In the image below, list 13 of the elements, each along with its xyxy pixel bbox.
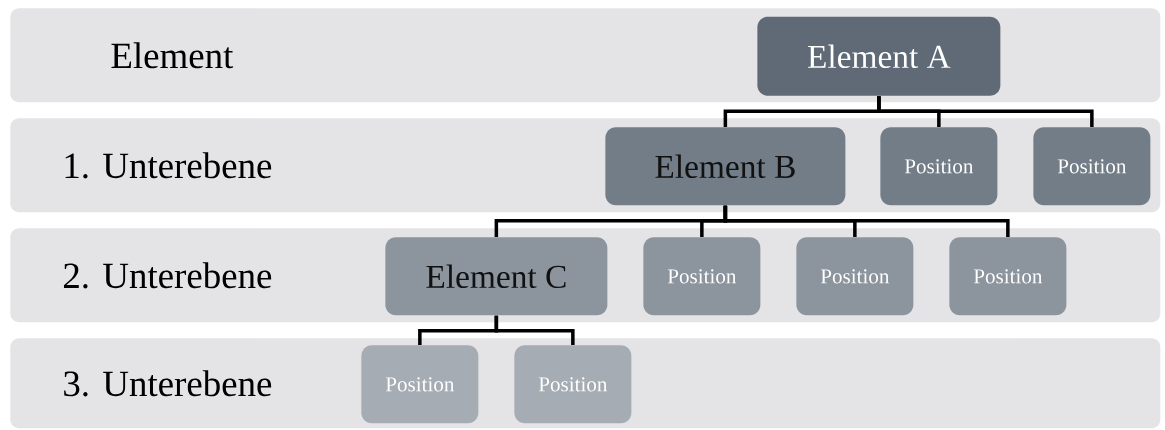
connector-line xyxy=(877,96,1094,127)
connector-line xyxy=(494,315,575,345)
position-box: Position xyxy=(643,237,761,316)
connector-line xyxy=(723,205,1010,237)
position-box: Position xyxy=(514,345,632,424)
position-box: Position xyxy=(880,127,998,206)
position-box: Position xyxy=(1033,127,1151,206)
position-box: Position xyxy=(949,237,1067,316)
element-box: Element B xyxy=(605,127,846,206)
position-box: Position xyxy=(361,345,479,424)
element-box: Element A xyxy=(757,16,1001,96)
position-box: Position xyxy=(796,237,914,316)
element-box: Element C xyxy=(385,237,608,316)
